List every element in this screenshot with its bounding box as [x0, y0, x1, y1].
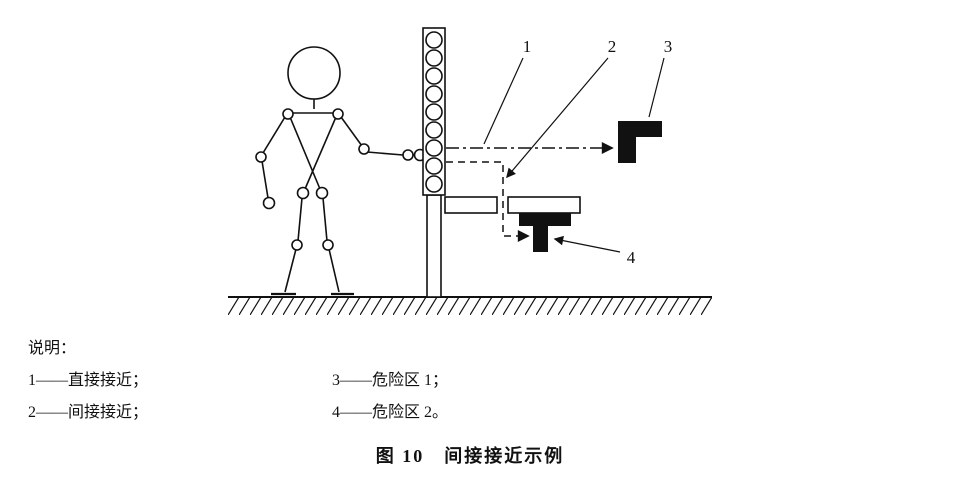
arm-left [261, 116, 286, 199]
beam-cell [425, 49, 443, 67]
head [287, 46, 341, 100]
figure-caption: 图 10 间接接近示例 [375, 446, 565, 466]
legend-item-danger-zone-1: 3——危险区 1； [332, 372, 449, 389]
leader-line-2 [506, 57, 609, 179]
leader-line-1 [483, 57, 524, 145]
legend-item-indirect-approach: 2——间接接近； [28, 404, 149, 421]
beam-cell [425, 85, 443, 103]
leader-line-4 [553, 235, 621, 253]
beam-cell [425, 103, 443, 121]
ground [228, 296, 712, 315]
legend-item-danger-zone-2: 4——危险区 2。 [332, 404, 449, 421]
callout-4: 4 [627, 248, 636, 267]
beam-cell [425, 121, 443, 139]
callout-3: 3 [664, 37, 673, 56]
table-right-section [507, 196, 581, 214]
callout-1: 1 [523, 37, 532, 56]
beam-cell [425, 67, 443, 85]
light-curtain [422, 27, 446, 298]
beam-cell [425, 139, 443, 157]
indirect-approach-path [446, 161, 530, 242]
danger-zone-1-shape [618, 121, 662, 163]
legend-item-direct-approach: 1——直接接近； [28, 372, 149, 389]
beam-cell [425, 157, 443, 175]
beam-cell [425, 175, 443, 193]
leg-right [322, 197, 340, 293]
table-left-section [444, 196, 498, 214]
callout-2: 2 [608, 37, 617, 56]
arm-right-extended [340, 116, 416, 156]
joints [255, 108, 427, 251]
leg-left [284, 197, 303, 293]
support-post [426, 194, 442, 298]
legend-title: 说明： [28, 340, 77, 357]
beam-cell [425, 31, 443, 49]
danger-zone-2-shape [519, 213, 571, 252]
torso [289, 116, 337, 190]
technical-diagram: 1 2 3 4 [228, 27, 712, 315]
stick-figure [255, 46, 427, 296]
leader-line-3 [648, 57, 665, 118]
workbench [444, 196, 581, 214]
ground-hatch [228, 298, 712, 315]
